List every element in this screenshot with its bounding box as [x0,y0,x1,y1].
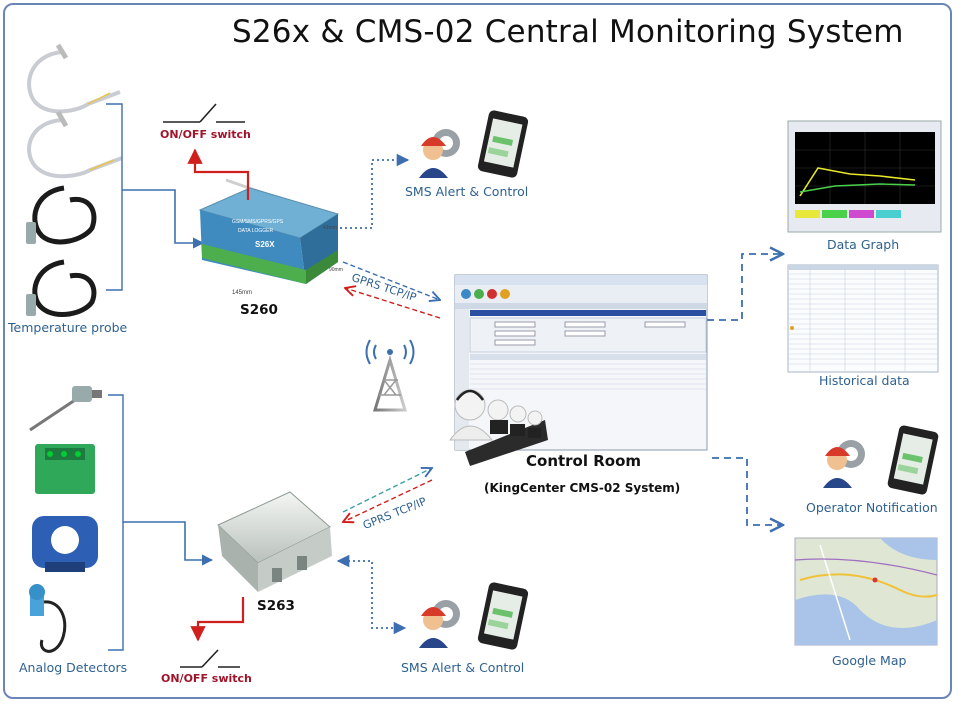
s260-sub-text: DATA LOGGER [238,228,273,234]
temperature-probe-label: Temperature probe [8,320,128,335]
diagram-frame [3,3,952,699]
temperature-probe-4 [26,259,97,318]
s260-dim-d: 41mm [323,225,337,231]
temperature-probe-1 [27,43,121,114]
s260-dim-w: 145mm [232,290,252,296]
thermocouple-detector-icon [29,386,102,432]
smartphone-icon-bottom [477,582,529,650]
temperature-probe-2 [27,110,123,179]
data-graph-screenshot [787,120,942,233]
s263-label: S263 [257,598,295,614]
diagram-title: S26x & CMS-02 Central Monitoring System [232,14,904,50]
s260-label: S260 [240,302,278,318]
data-graph-label: Data Graph [827,237,900,252]
historical-data-table [787,264,939,373]
pressure-sensor-icon [29,584,67,653]
smartphone-icon-right [887,425,939,495]
control-room-label: Control Room [526,452,642,470]
control-room-operators-icon [449,389,548,466]
on-off-switch-top-label: ON/OFF switch [160,128,251,141]
s260-dim-h: 90mm [329,267,343,273]
transmitter-module-icon [35,444,95,494]
switch-top-icon [163,103,245,123]
s260-model-text: S26X [255,240,275,249]
sms-alert-top-label: SMS Alert & Control [405,184,529,199]
s260-device: GSM/SMS/GPRS/GPS DATA LOGGER S26X 145mm … [198,178,343,296]
operator-notification-label: Operator Notification [806,500,938,515]
s263-device [217,491,332,592]
operator-person-icon-top [419,129,460,178]
operator-person-icon-bottom [419,600,460,648]
sms-alert-bottom-label: SMS Alert & Control [401,660,525,675]
control-room-subtitle: (KingCenter CMS-02 System) [484,481,681,495]
temperature-probe-3 [26,185,97,245]
analog-detectors-label: Analog Detectors [19,660,128,675]
current-sensor-icon [32,516,98,572]
google-map-label: Google Map [832,653,907,668]
gprs-tower-icon [365,339,415,412]
s260-brand-text: GSM/SMS/GPRS/GPS [232,219,284,225]
historical-data-label: Historical data [819,373,910,388]
operator-person-icon-right [823,440,865,488]
google-map-thumbnail [794,537,938,646]
on-off-switch-bottom-label: ON/OFF switch [161,672,252,685]
switch-bottom-icon [180,649,240,668]
smartphone-icon-top [477,110,529,178]
